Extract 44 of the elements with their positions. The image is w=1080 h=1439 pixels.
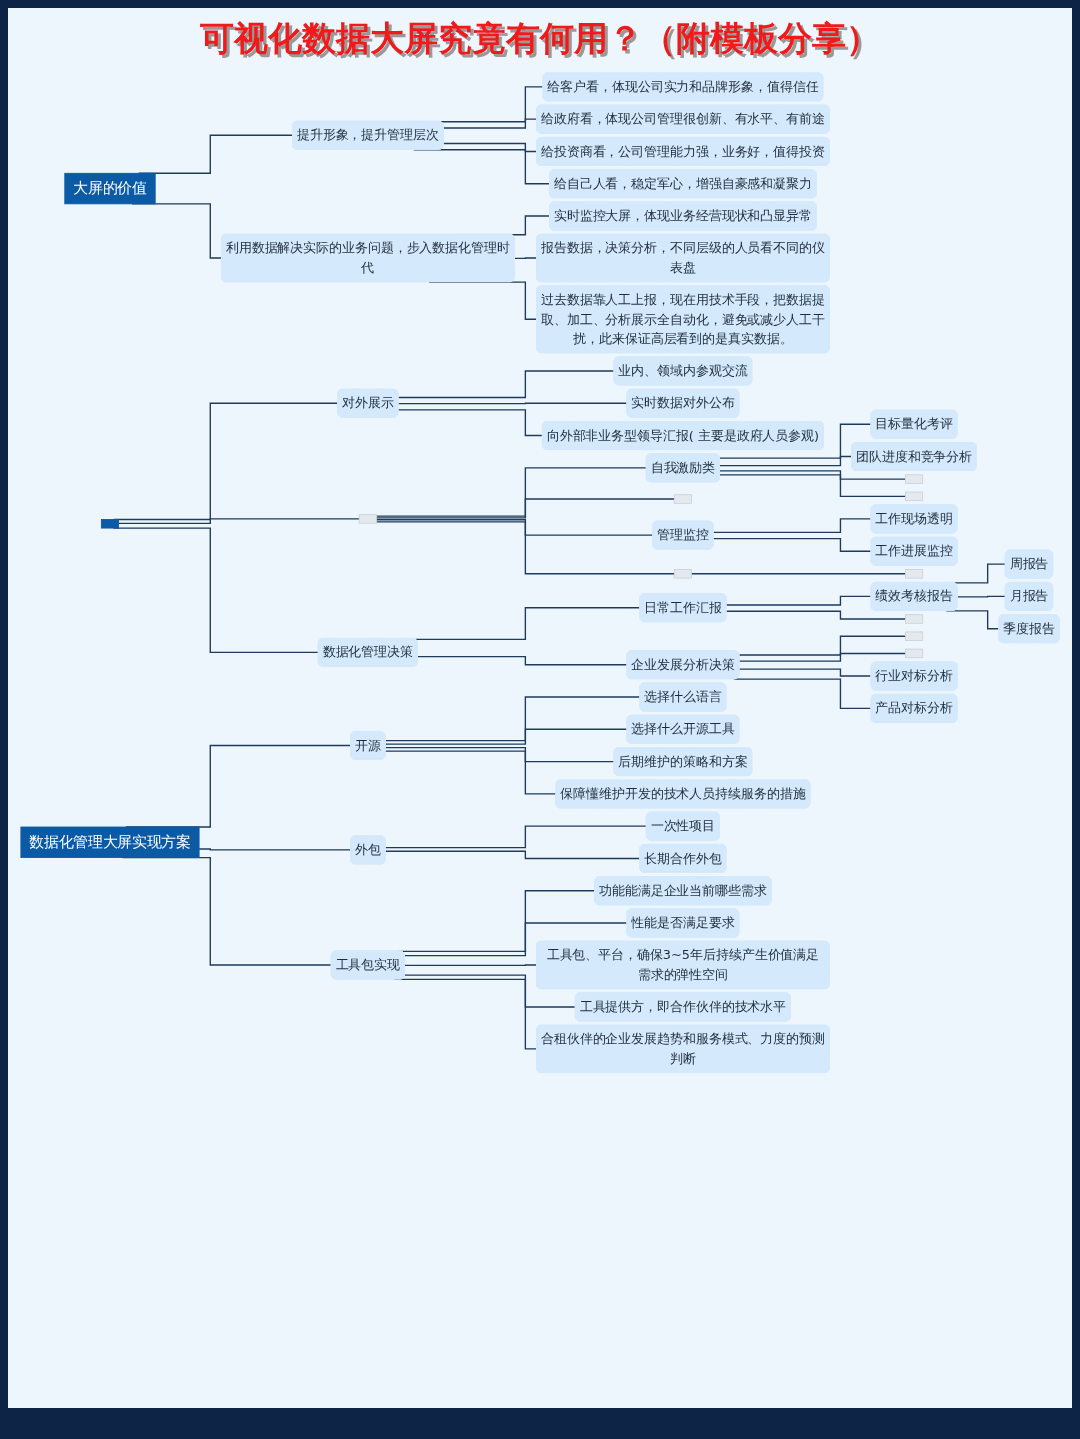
connector [738, 668, 873, 678]
connector [442, 118, 538, 129]
node-box [905, 631, 924, 641]
connector [956, 595, 1007, 598]
connector [384, 825, 648, 849]
connector [404, 964, 538, 967]
connector [117, 518, 360, 525]
connector [725, 610, 907, 620]
connector [738, 652, 907, 662]
connector [712, 518, 873, 534]
connector [198, 848, 352, 851]
node-box [673, 569, 692, 579]
node-box [905, 648, 924, 659]
connector [414, 607, 641, 641]
connector [375, 519, 654, 537]
connector [719, 474, 907, 497]
connector [442, 142, 538, 153]
connector [375, 467, 648, 517]
node-box [905, 614, 924, 624]
title: 可视化数据大屏究竟有何用？（附模板分享） [199, 17, 881, 60]
connector [719, 423, 873, 459]
node-box [673, 494, 692, 504]
connector [690, 573, 907, 575]
connector [375, 498, 675, 519]
node-box [905, 491, 924, 502]
node-box [100, 519, 120, 529]
connector [384, 746, 616, 763]
node-box [358, 514, 377, 524]
connector [397, 370, 616, 399]
connector [719, 455, 853, 467]
node-box [905, 569, 924, 579]
connector [404, 974, 577, 1009]
connector [725, 595, 873, 606]
node-box [905, 474, 924, 484]
connector [719, 470, 907, 480]
connector [712, 537, 873, 553]
connector [513, 257, 538, 260]
node-box: 大屏的价值 [64, 172, 156, 205]
connector [397, 409, 544, 437]
connector [375, 521, 675, 575]
connector [738, 635, 907, 656]
node-box: 数据化管理大屏实现方案 [20, 826, 200, 858]
connector [384, 850, 641, 860]
connector [384, 696, 641, 742]
